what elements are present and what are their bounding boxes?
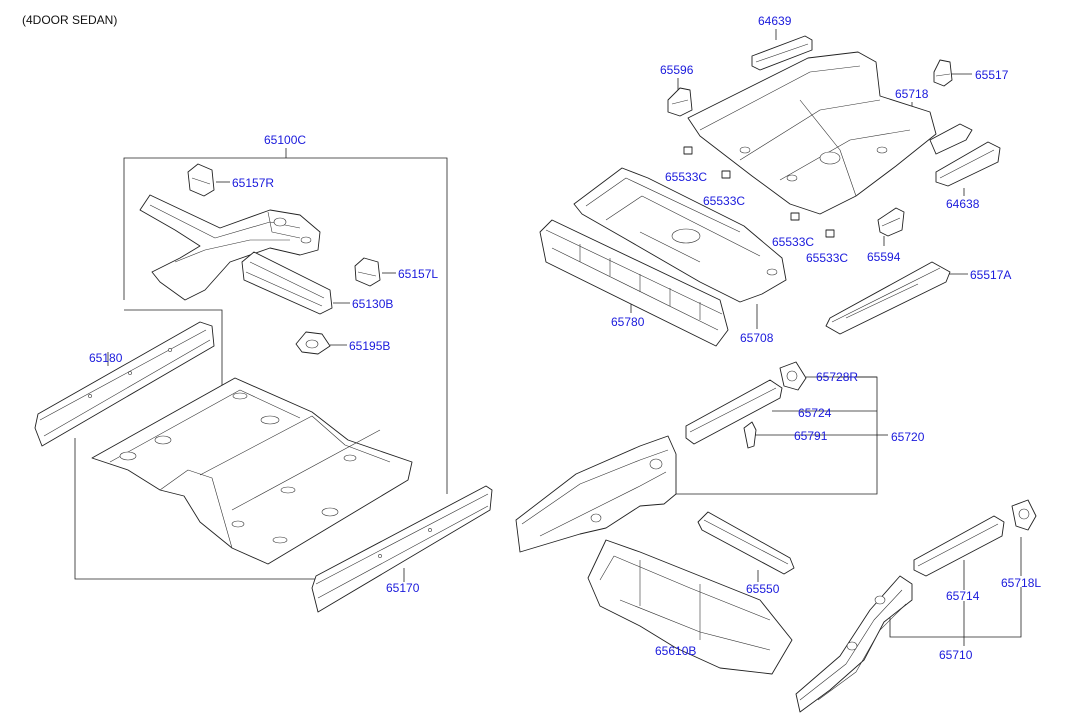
cap-65195b xyxy=(295,331,331,355)
part-label-65791[interactable]: 65791 xyxy=(794,429,828,443)
rear-side-member-65720 xyxy=(515,435,677,553)
part-label-65724[interactable]: 65724 xyxy=(798,406,832,420)
member-65517a xyxy=(825,261,951,335)
leader-lines xyxy=(74,29,1022,646)
part-label-65550[interactable]: 65550 xyxy=(746,582,780,596)
part-label-65157l[interactable]: 65157L xyxy=(398,267,439,281)
part-label-65180[interactable]: 65180 xyxy=(89,351,123,365)
part-label-64638[interactable]: 64638 xyxy=(946,197,980,211)
part-label-65610b[interactable]: 65610B xyxy=(655,644,697,658)
part-label-65596[interactable]: 65596 xyxy=(660,63,694,77)
part-label-65533c-1[interactable]: 65533C xyxy=(665,170,708,184)
rear-floor-front-65708 xyxy=(573,167,787,303)
clip-65533c-2 xyxy=(721,170,731,179)
part-label-65170[interactable]: 65170 xyxy=(386,581,420,595)
panel-64638 xyxy=(929,123,1001,187)
part-label-65708[interactable]: 65708 xyxy=(740,331,774,345)
bracket-65594 xyxy=(877,207,905,237)
part-label-65718[interactable]: 65718 xyxy=(895,87,929,101)
side-sill-65170 xyxy=(311,485,493,613)
bracket-65157r xyxy=(187,163,215,197)
plate-65718l xyxy=(1011,499,1037,531)
plate-65728r xyxy=(779,361,807,391)
part-label-65157r[interactable]: 65157R xyxy=(232,176,275,190)
variant-caption: (4DOOR SEDAN) xyxy=(22,13,118,27)
clip-65533c-4 xyxy=(825,229,835,238)
part-label-65533c-2[interactable]: 65533C xyxy=(703,194,746,208)
part-label-65195b[interactable]: 65195B xyxy=(349,339,391,353)
part-label-65533c-3[interactable]: 65533C xyxy=(772,235,815,249)
part-label-65780[interactable]: 65780 xyxy=(611,315,645,329)
bracket-65596 xyxy=(667,87,693,117)
crossmember-65780 xyxy=(539,219,729,347)
part-label-65710[interactable]: 65710 xyxy=(939,648,973,662)
part-label-65718l[interactable]: 65718L xyxy=(1001,576,1042,590)
member-65130b xyxy=(241,251,333,315)
rear-side-member-65710 xyxy=(795,575,913,713)
part-label-65100c[interactable]: 65100C xyxy=(264,133,307,147)
front-floor-panel xyxy=(91,377,413,565)
part-label-65517[interactable]: 65517 xyxy=(975,68,1009,82)
bracket-65157l xyxy=(354,257,381,287)
part-label-65714[interactable]: 65714 xyxy=(946,589,980,603)
bracket-65791 xyxy=(743,421,757,449)
part-label-65130b[interactable]: 65130B xyxy=(352,297,394,311)
part-label-64639[interactable]: 64639 xyxy=(758,14,792,28)
part-label-65728r[interactable]: 65728R xyxy=(816,370,859,384)
panel-64639 xyxy=(751,35,813,71)
panel-65610b xyxy=(587,539,793,675)
member-65550 xyxy=(697,511,795,575)
clip-65533c-3 xyxy=(790,212,800,221)
part-label-65594[interactable]: 65594 xyxy=(867,250,901,264)
member-65724 xyxy=(685,379,783,445)
rear-floor-65718 xyxy=(687,51,937,215)
clip-65533c-1 xyxy=(683,146,693,155)
bracket-65517 xyxy=(933,59,953,87)
side-sill-65180 xyxy=(34,321,215,447)
part-label-65517a[interactable]: 65517A xyxy=(970,268,1012,282)
part-label-65720[interactable]: 65720 xyxy=(891,430,925,444)
member-65714 xyxy=(913,515,1005,577)
part-label-65533c-4[interactable]: 65533C xyxy=(806,251,849,265)
